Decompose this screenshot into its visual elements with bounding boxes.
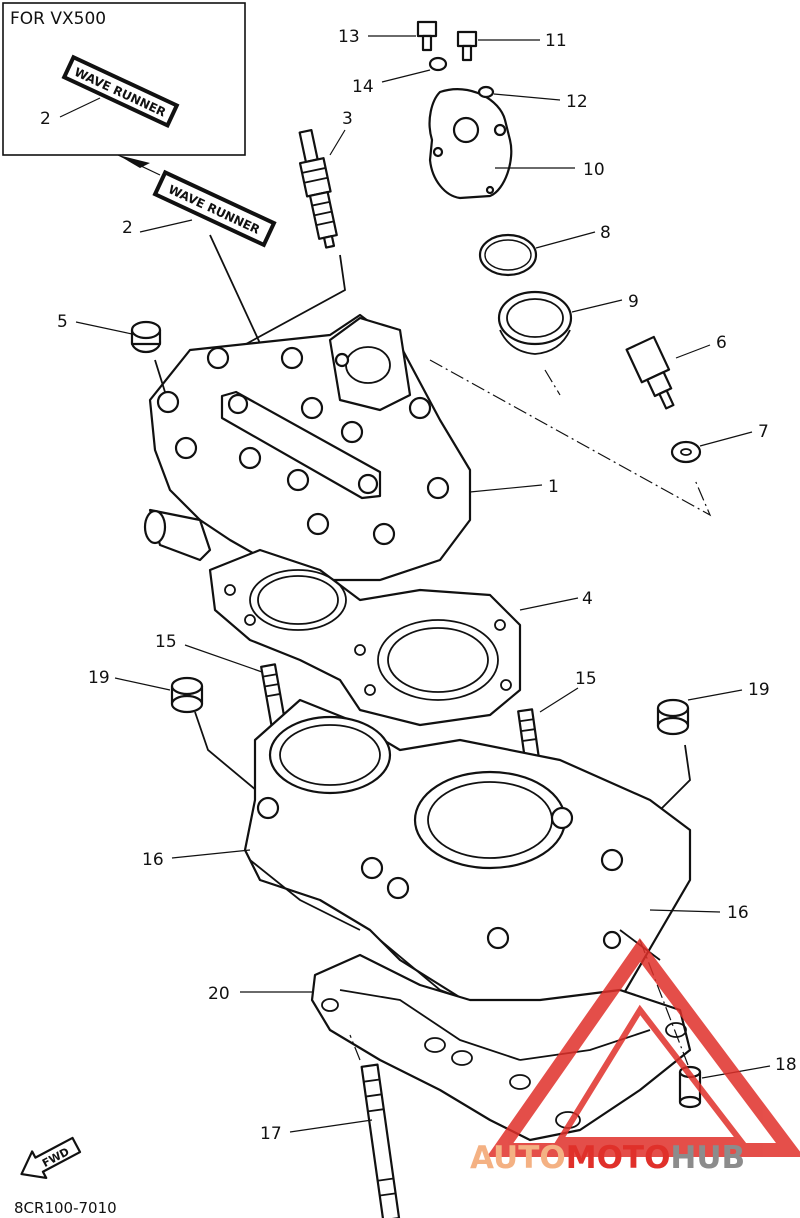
callout-18: 18 (775, 1055, 797, 1075)
callout-4: 4 (582, 589, 593, 609)
callout-5: 5 (57, 312, 68, 332)
callout-17: 17 (260, 1124, 282, 1144)
watermark-logo (486, 938, 800, 1157)
callout-7: 7 (758, 422, 769, 442)
callout-8: 8 (600, 223, 611, 243)
head-gasket-part-4 (208, 548, 522, 727)
diagram-code: 8CR100-7010 (14, 1199, 117, 1217)
decal-part-2: WAVE RUNNER (152, 169, 277, 248)
callout-13: 13 (338, 27, 360, 47)
thermostat-cover-part-10 (428, 88, 513, 200)
callout-15-left: 15 (155, 632, 177, 652)
bolt-part-11 (456, 30, 478, 62)
callout-19-right: 19 (748, 680, 770, 700)
watermark-text: AUTOMOTOHUB (470, 1140, 745, 1176)
callout-16-left: 16 (142, 850, 164, 870)
callout-20: 20 (208, 984, 230, 1004)
callout-11: 11 (545, 31, 567, 51)
inset-title: FOR VX500 (10, 9, 106, 29)
o-ring-part-8 (478, 233, 538, 277)
sensor-part-6 (625, 335, 675, 410)
callout-16-right: 16 (727, 903, 749, 923)
callout-9: 9 (628, 292, 639, 312)
base-gasket-part-20 (310, 953, 692, 1142)
spark-plug-part-3 (298, 128, 338, 249)
fwd-arrow: FWD (20, 1136, 82, 1180)
callout-2-inset: 2 (40, 109, 51, 129)
nut-part-19-right (656, 698, 690, 736)
stud-bolt-part-17 (360, 1063, 401, 1218)
callout-6: 6 (716, 333, 727, 353)
nut-part-19-left (170, 676, 204, 714)
callout-3: 3 (342, 109, 353, 129)
watermark-part-auto: AUTO (470, 1140, 566, 1176)
callout-12: 12 (566, 92, 588, 112)
cylinder-block-part-16 (243, 698, 692, 1022)
washer-part-7 (670, 440, 702, 464)
bolt-part-13 (416, 20, 438, 52)
cylinder-head-part-1 (143, 313, 472, 582)
washer-part-12 (477, 85, 495, 99)
inset-box: FOR VX500 WAVE RUNNER 2 (2, 2, 246, 156)
callout-14: 14 (352, 77, 374, 97)
callout-2: 2 (122, 218, 133, 238)
callout-19-left: 19 (88, 668, 110, 688)
watermark-part-hub: HUB (670, 1140, 745, 1176)
callout-1: 1 (548, 477, 559, 497)
nut-part-5 (130, 320, 162, 354)
thermostat-part-9 (497, 290, 573, 355)
watermark-part-moto: MOTO (566, 1140, 671, 1176)
callout-10: 10 (583, 160, 605, 180)
callout-15-right: 15 (575, 669, 597, 689)
washer-part-14 (428, 56, 448, 72)
